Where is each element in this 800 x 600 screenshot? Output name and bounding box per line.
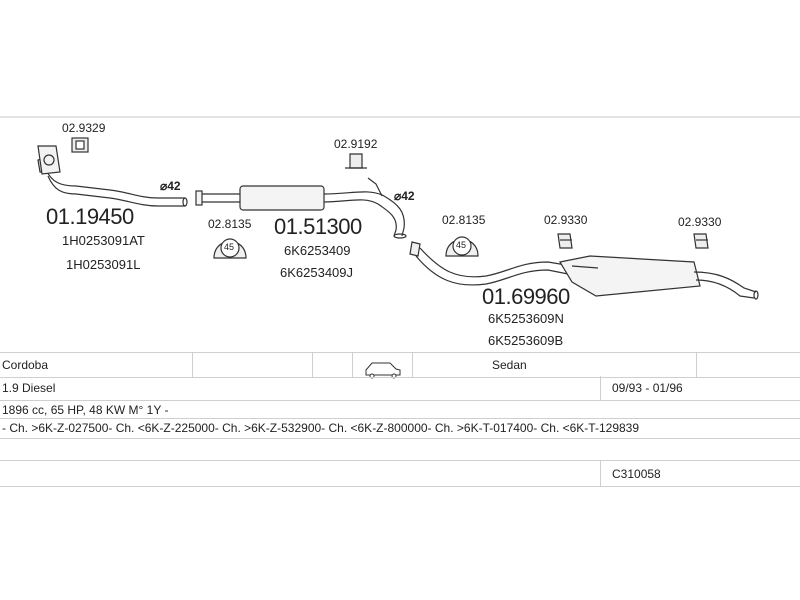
rubber-hanger-icon xyxy=(213,238,247,259)
table-row xyxy=(0,438,800,461)
clamp-icon xyxy=(693,233,709,249)
part-number: 01.51300 xyxy=(274,214,362,239)
oem-reference: 1H0253091L xyxy=(66,257,141,272)
clamp-label: 02.9330 xyxy=(544,213,588,227)
car-icon xyxy=(365,362,401,379)
production-years: 09/93 - 01/96 xyxy=(612,381,683,395)
middle-silencer xyxy=(195,177,407,239)
hanger-size: 45 xyxy=(456,240,467,250)
hanger-size: 45 xyxy=(224,242,235,252)
clamp-icon xyxy=(345,153,367,169)
rubber-hanger-icon xyxy=(445,236,479,257)
part-number: 01.69960 xyxy=(482,284,570,309)
catalog-code: C310058 xyxy=(612,467,661,481)
engine-spec: 1896 cc, 65 HP, 48 KW M° 1Y - xyxy=(2,403,169,417)
clamp-icon xyxy=(71,137,89,153)
chassis-range: - Ch. >6K-Z-027500- Ch. <6K-Z-225000- Ch… xyxy=(2,421,640,435)
oem-reference: 6K6253409 xyxy=(284,243,351,258)
table-row: 1896 cc, 65 HP, 48 KW M° 1Y - xyxy=(0,400,800,419)
body-type: Sedan xyxy=(492,358,527,372)
oem-reference: 6K5253609N xyxy=(488,311,564,326)
table-row: Cordoba Sedan xyxy=(0,352,800,378)
pipe-diameter: ⌀42 xyxy=(160,179,181,193)
clamp-label: 02.8135 xyxy=(208,217,252,231)
clamp-label: 02.8135 xyxy=(442,213,486,227)
clamp-label: 02.9330 xyxy=(678,215,722,229)
table-row: 1.9 Diesel 09/93 - 01/96 xyxy=(0,376,800,401)
part-number: 01.19450 xyxy=(46,204,134,229)
pipe-diameter: ⌀42 xyxy=(394,189,415,203)
front-pipe xyxy=(37,145,188,207)
clamp-icon xyxy=(557,233,573,249)
clamp-label: 02.9192 xyxy=(334,137,378,151)
oem-reference: 6K6253409J xyxy=(280,265,354,280)
table-row: C310058 xyxy=(0,460,800,487)
engine: 1.9 Diesel xyxy=(2,381,56,395)
rear-silencer xyxy=(409,241,759,300)
table-row: - Ch. >6K-Z-027500- Ch. <6K-Z-225000- Ch… xyxy=(0,418,800,439)
model-name: Cordoba xyxy=(2,358,49,372)
clamp-label: 02.9329 xyxy=(62,121,106,135)
oem-reference: 1H0253091AT xyxy=(62,233,145,248)
oem-reference: 6K5253609B xyxy=(488,333,564,348)
